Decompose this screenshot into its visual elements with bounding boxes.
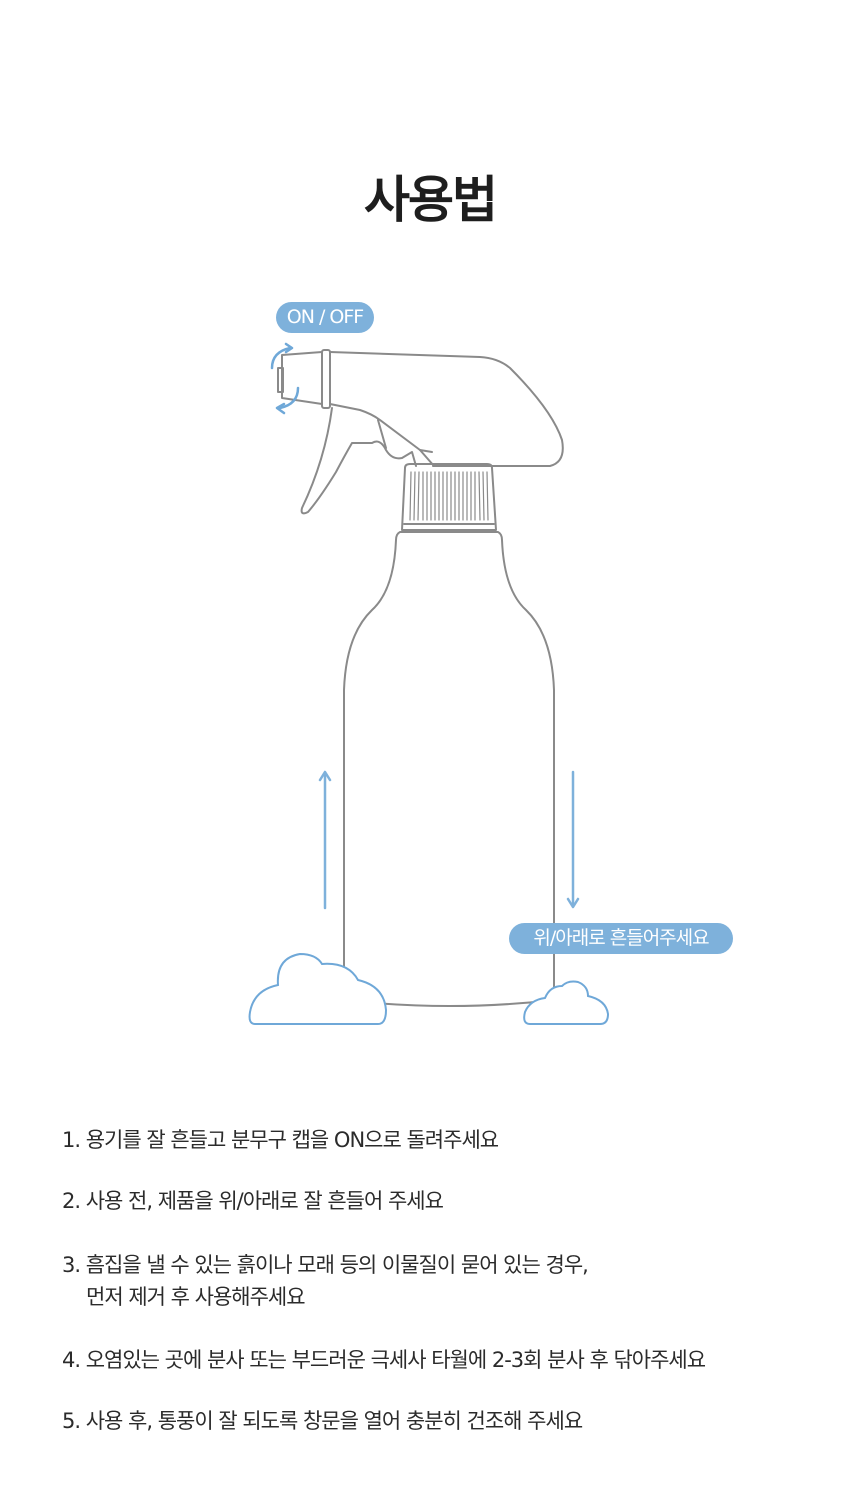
- spray-bottle-illustration: [248, 342, 610, 1025]
- instruction-step-3: 3. 흠집을 낼 수 있는 흙이나 모래 등의 이물질이 묻어 있는 경우,: [62, 1253, 589, 1277]
- bottle-cap: [401, 463, 497, 531]
- instruction-step-1: 1. 용기를 잘 흔들고 분무구 캡을 ON으로 돌려주세요: [62, 1128, 499, 1152]
- instruction-step-3-continuation: 먼저 제거 후 사용해주세요: [86, 1285, 306, 1309]
- instruction-step-4: 4. 오염있는 곳에 분사 또는 부드러운 극세사 타월에 2-3회 분사 후 …: [62, 1348, 706, 1372]
- instruction-step-2: 2. 사용 전, 제품을 위/아래로 잘 흔들어 주세요: [62, 1189, 444, 1213]
- cloud-icon: [248, 952, 610, 1025]
- trigger-head: [277, 349, 564, 515]
- on-off-label: ON / OFF: [276, 302, 374, 333]
- up-arrow-icon: [318, 770, 332, 910]
- bottle-body: [343, 531, 555, 1007]
- shake-label: 위/아래로 흔들어주세요: [509, 923, 733, 954]
- instruction-step-5: 5. 사용 후, 통풍이 잘 되도록 창문을 열어 충분히 건조해 주세요: [62, 1409, 583, 1433]
- page-title: 사용법: [364, 171, 498, 229]
- down-arrow-icon: [566, 770, 580, 909]
- rotate-arrows-icon: [270, 342, 300, 415]
